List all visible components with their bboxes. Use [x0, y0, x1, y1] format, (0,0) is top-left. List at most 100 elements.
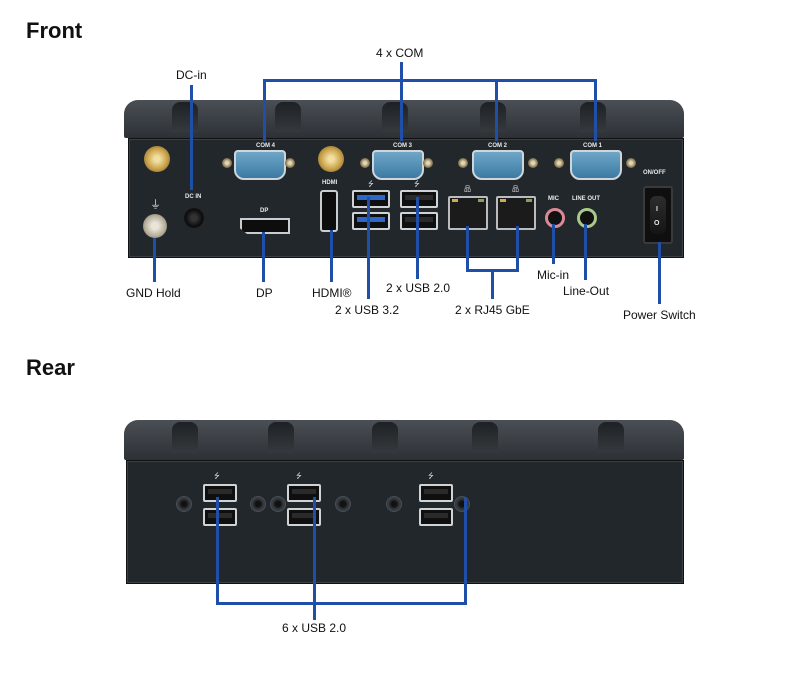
on-off-marking: ON/OFF: [643, 170, 666, 176]
lan-icon: 品: [512, 186, 519, 193]
dc-in-callout-label: DC-in: [176, 68, 207, 82]
heatsink-fin: [472, 422, 498, 452]
com2-callout-drop: [495, 79, 498, 141]
usb32-callout-line: [367, 197, 370, 299]
com3-marking: COM 3: [393, 143, 413, 149]
gnd-hold-callout-label: GND Hold: [126, 286, 181, 300]
usb32-port-top: [352, 190, 390, 208]
gnd-callout-line: [153, 238, 156, 282]
com-callout-label: 4 x COM: [376, 46, 424, 60]
rj45-1-callout-drop: [466, 226, 469, 272]
com2-screw-left: [458, 158, 468, 168]
heatsink-fin: [480, 102, 506, 132]
link-led: [500, 199, 506, 202]
heatsink-fin: [372, 422, 398, 452]
antenna-connector: [144, 146, 170, 172]
gnd-hold-terminal: [143, 214, 167, 238]
com1-screw-right: [626, 158, 636, 168]
usb-icon: ⭍: [368, 181, 374, 188]
rj45-port-2: [496, 196, 536, 230]
activity-led: [478, 199, 484, 202]
rj45-2-callout-drop: [516, 226, 519, 272]
rj45-port-1: [448, 196, 488, 230]
rear-heatsink-cover: [124, 420, 684, 460]
dp-callout-line: [262, 232, 265, 282]
com2-screw-right: [528, 158, 538, 168]
heatsink-fin: [580, 102, 606, 132]
rear-usb-callout-label: 6 x USB 2.0: [282, 621, 347, 635]
line-out-marking: LINE OUT: [572, 196, 600, 202]
front-section-title: Front: [26, 18, 83, 43]
heatsink-fin: [172, 102, 198, 132]
antenna-connector: [318, 146, 344, 172]
com3-screw-right: [423, 158, 433, 168]
rear-usb-group3-drop: [464, 497, 467, 605]
com2-marking: COM 2: [488, 143, 508, 149]
mic-in-jack: [545, 208, 565, 228]
rear-usb20-port: [287, 484, 321, 502]
panel-screw: [335, 496, 351, 512]
rear-usb-callout-bar: [216, 602, 467, 605]
dc-in-jack: [184, 208, 204, 228]
usb32-port-bottom: [352, 212, 390, 230]
heatsink-fin: [598, 422, 624, 452]
com-callout-stem: [400, 62, 403, 82]
com1-callout-drop: [594, 79, 597, 141]
rear-usb-group2-drop: [313, 497, 316, 605]
rear-section-title: Rear: [26, 355, 75, 380]
mic-marking: MIC: [548, 196, 559, 202]
com1-marking: COM 1: [583, 143, 603, 149]
com4-port: [234, 150, 286, 180]
com2-port: [472, 150, 524, 180]
power-switch-callout-line: [658, 242, 661, 304]
switch-off-marking: O: [654, 220, 660, 227]
dc-in-callout-line: [190, 85, 193, 190]
com4-screw-right: [285, 158, 295, 168]
rear-usb20-port: [203, 484, 237, 502]
rear-usb20-port: [419, 508, 453, 526]
usb20-callout-line: [416, 197, 419, 279]
com4-screw-left: [222, 158, 232, 168]
panel-screw: [250, 496, 266, 512]
rear-device-image: ⭍ ⭍ ⭍: [0, 400, 800, 640]
dc-in-marking: DC IN: [185, 194, 202, 200]
usb-icon: ⭍: [296, 473, 302, 480]
dp-callout-label: DP: [256, 286, 273, 300]
heatsink-fin: [268, 422, 294, 452]
hdmi-callout-label: HDMI®: [312, 286, 352, 300]
panel-screw: [176, 496, 192, 512]
usb-icon: ⭍: [214, 473, 220, 480]
power-switch: I O: [643, 186, 673, 244]
heatsink-fin: [172, 422, 198, 452]
usb-icon: ⭍: [414, 181, 420, 188]
front-device-image: COM 4 COM 3 COM 2 COM 1 ⏚ DC IN DP HDMI …: [124, 100, 684, 258]
rear-usb-group1-drop: [216, 497, 219, 605]
usb32-callout-label: 2 x USB 3.2: [335, 303, 400, 317]
usb20-port-bottom: [400, 212, 438, 230]
activity-led: [526, 199, 532, 202]
lan-icon: 品: [464, 186, 471, 193]
rj45-callout-label: 2 x RJ45 GbE: [455, 303, 530, 317]
com3-screw-left: [360, 158, 370, 168]
mic-in-callout-label: Mic-in: [537, 268, 569, 282]
rear-usb20-port: [419, 484, 453, 502]
power-switch-callout-label: Power Switch: [623, 308, 696, 322]
line-out-callout-label: Line-Out: [563, 284, 610, 298]
rj45-callout-stem: [491, 269, 494, 299]
panel-screw: [386, 496, 402, 512]
com3-callout-drop: [400, 79, 403, 141]
com4-callout-drop: [263, 79, 266, 141]
switch-on-marking: I: [656, 206, 658, 213]
rear-usb20-port: [203, 508, 237, 526]
usb20-port-top: [400, 190, 438, 208]
usb-icon: ⭍: [428, 473, 434, 480]
line-out-jack: [577, 208, 597, 228]
com1-screw-left: [554, 158, 564, 168]
hdmi-marking: HDMI: [322, 180, 338, 186]
rear-usb20-port: [287, 508, 321, 526]
rear-usb-callout-stem: [313, 602, 316, 620]
com1-port: [570, 150, 622, 180]
link-led: [452, 199, 458, 202]
com-callout-bar: [263, 79, 597, 82]
heatsink-fin: [275, 102, 301, 132]
